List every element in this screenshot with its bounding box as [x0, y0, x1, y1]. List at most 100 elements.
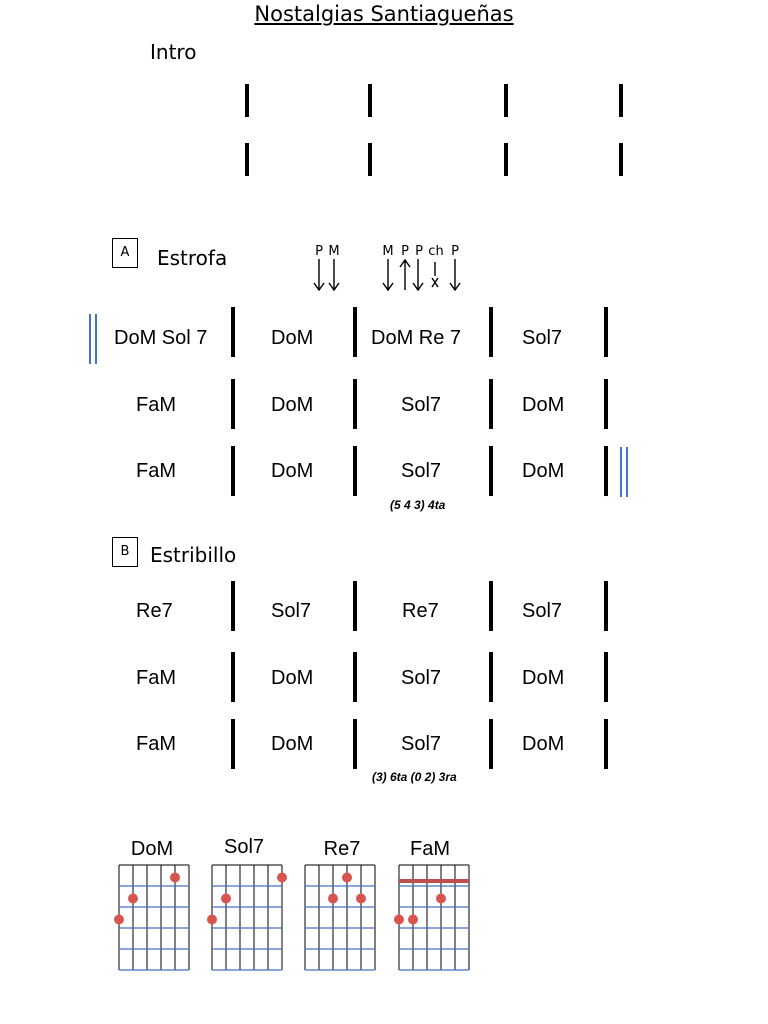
finger-dot: [342, 872, 352, 883]
section-a-box: A: [112, 238, 138, 268]
chord-cell: DoM: [271, 394, 314, 416]
intro-bar: [368, 84, 372, 117]
chord-cell: Re7: [402, 600, 439, 622]
chord-cell: DoM Re 7: [371, 327, 462, 349]
finger-dot: [436, 893, 446, 904]
song-title: Nostalgias Santiagueñas: [254, 2, 514, 26]
intro-bar: [504, 143, 508, 176]
chord-cell: DoM: [271, 460, 314, 482]
chord-cell: FaM: [136, 460, 176, 482]
bar-line: [604, 307, 608, 357]
up-arrow-icon: [399, 258, 411, 290]
strum-label: M: [328, 244, 340, 259]
finger-dot: [114, 914, 124, 925]
down-arrow-icon: [313, 259, 325, 292]
strum-label: M: [382, 244, 394, 259]
chord-cell: Sol7: [401, 733, 442, 755]
finger-dot: [408, 914, 418, 925]
down-arrow-icon: [449, 259, 461, 292]
strum-arrows: [313, 258, 461, 292]
repeat-start-line: [89, 314, 91, 364]
chord-cell: Sol7: [401, 667, 442, 689]
bar-line: [353, 379, 357, 429]
intro-bar: [504, 84, 508, 117]
bar-line: [604, 379, 608, 429]
strum-label: P: [451, 244, 459, 259]
section-b-note: (3) 6ta (0 2) 3ra: [372, 770, 457, 784]
section-a-note: (5 4 3) 4ta: [390, 498, 446, 512]
chord-diagram-name: DoM: [130, 838, 174, 860]
bar-line: [604, 581, 608, 631]
intro-bar: [245, 143, 249, 176]
chord-cell: Re7: [136, 600, 173, 622]
finger-dot: [277, 872, 287, 883]
chord-cell: DoM: [522, 394, 565, 416]
mute-x-icon: [431, 277, 439, 288]
bar-line: [489, 581, 493, 631]
bar-line: [231, 379, 235, 429]
bar-line: [489, 719, 493, 769]
repeat-end-line: [620, 447, 622, 497]
chord-diagram-name: FaM: [410, 838, 450, 860]
bar-line: [489, 446, 493, 496]
bar-line: [353, 719, 357, 769]
bar-line: [489, 307, 493, 357]
bar-line: [604, 652, 608, 702]
strum-label: ch: [428, 244, 444, 259]
down-arrow-icon: [382, 259, 394, 292]
intro-bar: [619, 143, 623, 176]
bar-line: [231, 446, 235, 496]
strum-label: P: [315, 244, 323, 259]
chord-cell: Sol7: [401, 460, 442, 482]
strum-label: P: [415, 244, 423, 259]
intro-bar: [368, 143, 372, 176]
bar-line: [231, 652, 235, 702]
finger-dot: [356, 893, 366, 904]
strum-label: P: [401, 244, 409, 259]
chord-cell: Sol7: [271, 600, 312, 622]
bar-line: [231, 719, 235, 769]
bar-line: [489, 379, 493, 429]
section-a-label: Estrofa: [157, 246, 228, 270]
finger-dot: [128, 893, 138, 904]
chord-cell: DoM: [522, 460, 565, 482]
down-arrow-icon: [328, 259, 340, 292]
chord-diagram-name: Re7: [323, 838, 361, 860]
finger-dot: [170, 872, 180, 883]
finger-dot: [394, 914, 404, 925]
repeat-end-line: [626, 447, 628, 497]
bar-line: [353, 446, 357, 496]
chord-cell: DoM: [271, 667, 314, 689]
intro-bar: [619, 84, 623, 117]
chord-cell: FaM: [136, 667, 176, 689]
bar-line: [231, 307, 235, 357]
chord-cell: DoM: [271, 733, 314, 755]
finger-dot: [207, 914, 217, 925]
down-arrow-icon: [412, 259, 424, 292]
bar-line: [353, 652, 357, 702]
bar-line: [604, 446, 608, 496]
chord-cell: Sol7: [522, 600, 563, 622]
bar-line: [604, 719, 608, 769]
chord-diagram-name: Sol7: [223, 836, 265, 858]
chord-cell: Sol7: [522, 327, 563, 349]
chord-cell: DoM: [522, 667, 565, 689]
bar-line: [489, 652, 493, 702]
bar-line: [231, 581, 235, 631]
bar-line: [353, 581, 357, 631]
finger-dot: [328, 893, 338, 904]
chord-cell: DoM: [271, 327, 314, 349]
chord-cell: DoM Sol 7: [114, 327, 208, 349]
finger-dot: [221, 893, 231, 904]
chord-cell: DoM: [522, 733, 565, 755]
intro-label: Intro: [150, 40, 197, 64]
section-b-label: Estribillo: [150, 543, 237, 567]
chord-cell: FaM: [136, 394, 176, 416]
repeat-start-line: [95, 314, 97, 364]
chord-cell: FaM: [136, 733, 176, 755]
bar-line: [353, 307, 357, 357]
chord-cell: Sol7: [401, 394, 442, 416]
intro-bar: [245, 84, 249, 117]
section-b-box: B: [112, 537, 138, 567]
